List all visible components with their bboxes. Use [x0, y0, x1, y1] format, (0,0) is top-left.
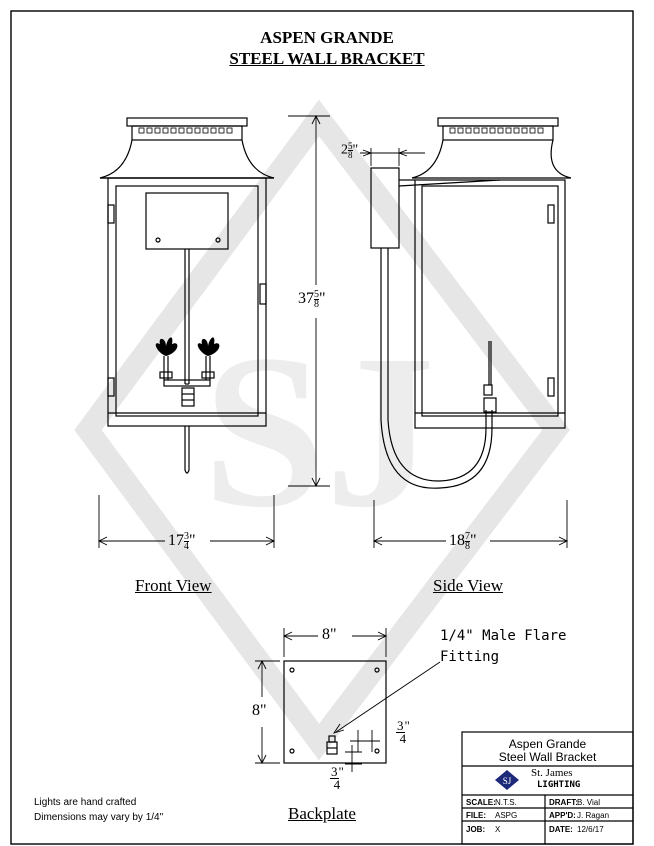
date-label: DATE: [549, 825, 573, 834]
side-width-unit: " [470, 532, 477, 550]
note-line2: Dimensions may vary by 1/4" [34, 812, 164, 823]
side-width-num: 7 [465, 531, 470, 542]
bracket-offset-dimension [360, 148, 425, 166]
job-label: JOB: [466, 825, 486, 834]
front-flames [155, 337, 220, 356]
front-view-label: Front View [135, 576, 212, 595]
offset-num: 5 [348, 141, 353, 151]
vent-holes [138, 127, 233, 134]
side-width-den: 8 [465, 541, 470, 552]
fitting-x-den: 4 [399, 731, 407, 746]
fitting-offset-y-label: 3" 4 [330, 764, 344, 792]
title-block [461, 731, 634, 845]
watermark-text: SJ [203, 309, 435, 553]
titleblock-company1: St. James [531, 767, 573, 779]
appd-value: J. Ragan [577, 811, 610, 820]
fitting-offset-x-label: 3" 4 [396, 718, 410, 746]
front-view [99, 117, 275, 474]
backplate-view [283, 660, 387, 764]
file-label: FILE: [466, 811, 486, 820]
date-value: 12/6/17 [577, 825, 604, 834]
page-border [10, 10, 634, 845]
front-width-whole: 17 [168, 532, 184, 550]
height-den: 8 [314, 299, 319, 310]
file-value: ASPG [495, 811, 518, 820]
height-whole: 37 [298, 290, 314, 308]
titleblock-name1: Aspen Grande [508, 737, 587, 751]
offset-whole: 2 [341, 142, 348, 158]
fitting-y-unit: " [338, 764, 344, 779]
watermark: SJ [74, 99, 570, 761]
fitting-y-den: 4 [333, 777, 341, 792]
backplate-dimensions [255, 628, 388, 772]
front-width-den: 4 [184, 541, 189, 552]
drawing-subtitle: STEEL WALL BRACKET [229, 49, 425, 68]
draft-value: B. Vial [577, 798, 600, 807]
fitting-callout-leader [332, 661, 441, 734]
svg-text:SJ: SJ [503, 776, 512, 786]
draft-label: DRAFT: [549, 798, 578, 807]
height-num: 5 [314, 289, 319, 300]
fitting-callout-line1: 1/4" Male Flare [440, 628, 567, 644]
offset-unit: " [352, 142, 359, 158]
front-width-dimension [97, 495, 276, 548]
front-width-num: 3 [184, 531, 189, 542]
scale-label: SCALE: [466, 798, 496, 807]
drawing-title: ASPEN GRANDE [260, 28, 394, 47]
backplate-label: Backplate [288, 804, 356, 823]
fitting-x-unit: " [404, 718, 410, 733]
side-view-label: Side View [433, 576, 503, 595]
titleblock-company2: LIGHTING [537, 780, 581, 790]
front-width-unit: " [189, 532, 196, 550]
note-line1: Lights are hand crafted [34, 797, 137, 808]
appd-label: APP'D: [549, 811, 576, 820]
side-view [370, 117, 572, 489]
side-width-whole: 18 [449, 532, 465, 550]
backplate-width-label: 8" [322, 626, 337, 643]
fitting-callout-line2: Fitting [440, 649, 500, 665]
company-logo-icon: SJ [495, 770, 519, 790]
height-dimension [288, 114, 330, 488]
offset-den: 8 [348, 150, 353, 160]
job-value: X [495, 825, 501, 834]
height-unit: " [319, 290, 326, 308]
side-width-dimension [372, 500, 569, 548]
scale-value: N.T.S. [495, 798, 517, 807]
titleblock-name2: Steel Wall Bracket [498, 750, 597, 764]
backplate-height-label: 8" [252, 702, 267, 719]
